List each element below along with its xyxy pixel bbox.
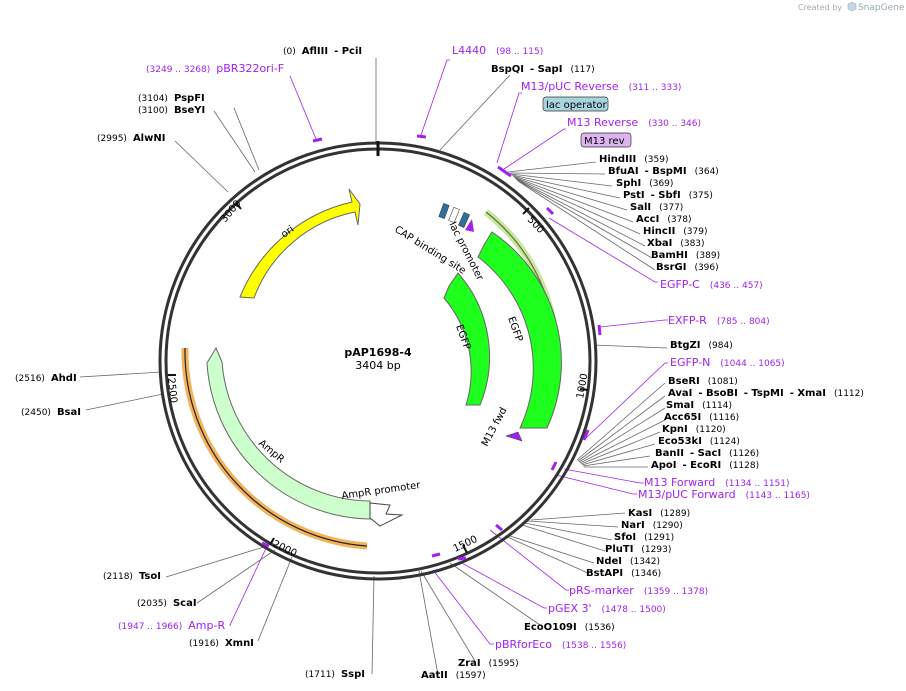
site-label-scai[interactable]: (2035)ScaI <box>137 598 197 609</box>
site-label-egfp-n[interactable]: EGFP-N(1044 .. 1065) <box>670 356 785 369</box>
lac-promoter-feature[interactable] <box>448 207 460 223</box>
site-label-acc65i[interactable]: Acc65I(1116) <box>664 412 739 423</box>
plasmid-name: pAP1698-4 <box>344 346 412 359</box>
tick-3000: 3000 <box>219 198 244 225</box>
site-label-ndei[interactable]: NdeI(1342) <box>596 556 660 567</box>
site-label-prs-marker[interactable]: pRS-marker(1359 .. 1378) <box>569 584 708 597</box>
snapgene-brand: SnapGene <box>858 3 905 13</box>
site-label-m13-puc-forward[interactable]: M13/pUC Forward(1143 .. 1165) <box>638 488 810 501</box>
site-label-banii[interactable]: BanII- SacI(1126) <box>655 448 759 459</box>
site-label-psti[interactable]: PstI- SbfI(375) <box>623 190 713 201</box>
site-label-afliii[interactable]: (0)AflIII- PciI <box>283 46 362 57</box>
site-label-bamhi[interactable]: BamHI(389) <box>651 250 720 261</box>
site-label-acci[interactable]: AccI(378) <box>636 214 692 225</box>
ruler-ticks <box>168 202 589 554</box>
egfp-outer-feature[interactable] <box>477 231 562 429</box>
site-label-sali[interactable]: SalI(377) <box>630 202 683 213</box>
site-label-exfp-r[interactable]: EXFP-R(785 .. 804) <box>668 314 770 327</box>
m13-rev-box-label: M13 rev <box>584 136 625 147</box>
site-label-sspi[interactable]: (1711)SspI <box>305 669 365 680</box>
created-by-text: Created by <box>798 3 842 12</box>
site-label-xbai[interactable]: XbaI(383) <box>647 238 705 249</box>
site-label-bsai[interactable]: (2450)BsaI <box>21 407 81 418</box>
site-label-l4440[interactable]: L4440(98 .. 115) <box>452 44 543 57</box>
site-label-xmni[interactable]: (1916)XmnI <box>189 638 254 649</box>
site-label-bsrgi[interactable]: BsrGI(396) <box>656 262 719 273</box>
egfp-outer-label: EGFP <box>505 315 524 343</box>
site-label-alwni[interactable]: (2995)AlwNI <box>97 133 165 144</box>
site-label-m13-reverse[interactable]: M13 Reverse(330 .. 346) <box>567 116 701 129</box>
tick-2500: 2500 <box>165 377 179 403</box>
site-label-bseyi[interactable]: (3100)BseYI <box>138 105 205 116</box>
site-label-pluti[interactable]: PluTI(1293) <box>605 544 671 555</box>
lac-operator-box-label: lac operator <box>546 100 607 111</box>
site-label-pbrforeco[interactable]: pBRforEco(1538 .. 1556) <box>495 638 626 651</box>
site-label-pspfi[interactable]: (3104)PspFI <box>138 93 205 104</box>
lac-operator-box[interactable] <box>542 96 609 112</box>
cap-site-feature[interactable] <box>438 203 450 219</box>
site-label-btgzi[interactable]: BtgZI(984) <box>670 340 733 351</box>
lac-operator-feature[interactable] <box>458 212 470 228</box>
label-leader-lines <box>79 58 668 676</box>
site-label-egfp-c[interactable]: EGFP-C(436 .. 457) <box>660 278 763 291</box>
site-label-pbr322ori-f[interactable]: (3249 .. 3268)pBR322ori-F <box>146 62 284 75</box>
ampr-feature[interactable] <box>206 346 371 520</box>
site-label-amp-r[interactable]: (1947 .. 1966)Amp-R <box>118 619 225 632</box>
site-label-hindiii[interactable]: HindIII(359) <box>599 154 668 165</box>
ori-feature[interactable] <box>239 188 361 299</box>
plasmid-length: 3404 bp <box>355 359 400 372</box>
egfp-inner-feature[interactable] <box>443 272 490 406</box>
site-label-nari[interactable]: NarI(1290) <box>621 520 683 531</box>
m13-fwd-arrow[interactable] <box>505 431 523 442</box>
tick-1000: 1000 <box>575 373 590 400</box>
site-label-aatii[interactable]: AatII(1597) <box>421 670 486 681</box>
site-label-m13-puc-reverse[interactable]: M13/pUC Reverse(311 .. 333) <box>521 80 681 93</box>
m13-rev-box[interactable] <box>580 132 632 148</box>
ampr-promoter-feature[interactable] <box>369 502 404 527</box>
site-label-tsoi[interactable]: (2118)TsoI <box>103 571 161 582</box>
m13-rev-arrow[interactable] <box>465 219 474 232</box>
site-label-zrai[interactable]: ZraI(1595) <box>458 658 519 669</box>
site-label-bfuai[interactable]: BfuAI- BspMI(364) <box>608 166 719 177</box>
site-label-ecoo109i[interactable]: EcoO109I(1536) <box>524 622 615 633</box>
ampr-promoter-label: AmpR promoter <box>341 480 422 502</box>
site-label-avai[interactable]: AvaI- BsoBI- TspMI- XmaI(1112) <box>668 388 864 399</box>
site-label-sfoi[interactable]: SfoI(1291) <box>614 532 674 543</box>
site-labels: (0)AflIII- PciI (3249 .. 3268)pBR322ori-F… <box>15 44 864 681</box>
site-label-hincii[interactable]: HincII(379) <box>643 226 708 237</box>
site-label-ahdi[interactable]: (2516)AhdI <box>15 373 77 384</box>
site-label-smai[interactable]: SmaI(1114) <box>666 400 732 411</box>
primer-leader-lines <box>229 59 668 645</box>
site-label-bspqi[interactable]: BspQI- SapI(117) <box>491 64 595 75</box>
site-label-sphi[interactable]: SphI(369) <box>616 178 673 189</box>
snapgene-logo-icon <box>847 1 857 12</box>
site-label-apoi[interactable]: ApoI- EcoRI(1128) <box>651 460 759 471</box>
site-label-bstapi[interactable]: BstAPI(1346) <box>586 568 661 579</box>
m13-fwd-label: M13 fwd <box>480 406 510 449</box>
site-label-kpni[interactable]: KpnI(1120) <box>662 424 726 435</box>
site-label-eco53ki[interactable]: Eco53kI(1124) <box>658 436 740 447</box>
site-label-kasi[interactable]: KasI(1289) <box>628 508 690 519</box>
primer-site-marks <box>261 134 602 561</box>
site-label-m13-forward[interactable]: M13 Forward(1134 .. 1151) <box>644 476 790 489</box>
site-label-bseri[interactable]: BseRI(1081) <box>668 376 738 387</box>
ampr-halo-line <box>184 347 368 547</box>
site-label-pgex-3-[interactable]: pGEX 3'(1478 .. 1500) <box>548 602 666 615</box>
